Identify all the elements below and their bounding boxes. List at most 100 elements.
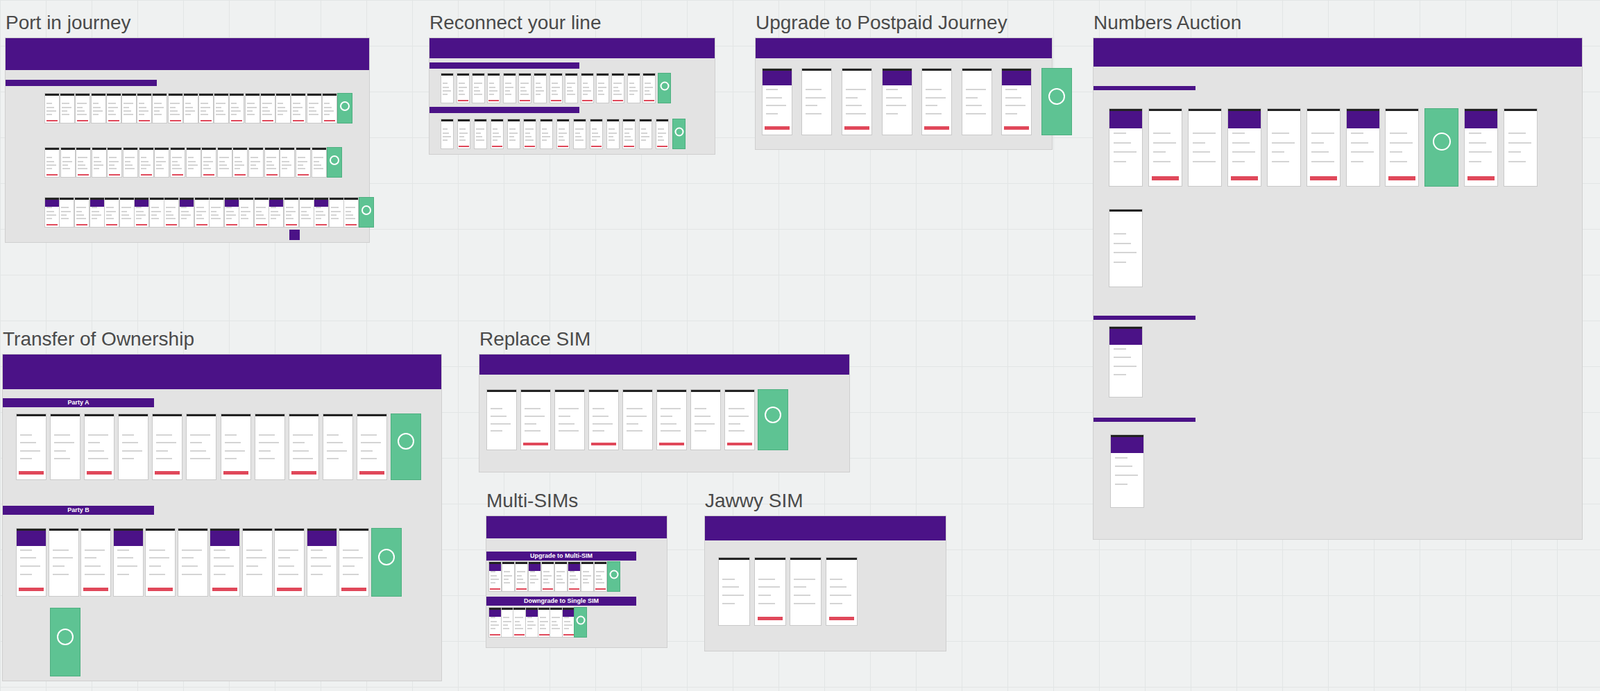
- text-line: [185, 106, 193, 109]
- phone-screen: [306, 528, 338, 597]
- phone-screen: [185, 147, 202, 178]
- cta-button: [1003, 126, 1029, 130]
- text-line: [1115, 483, 1129, 485]
- text-line: [324, 106, 332, 109]
- cta-button: [266, 174, 279, 176]
- section-title: Upgrade to Postpaid Journey: [755, 11, 1008, 34]
- text-line: [277, 102, 284, 105]
- text-line: [539, 627, 547, 630]
- text-line: [169, 110, 178, 112]
- phone-screen: [260, 92, 276, 124]
- text-line: [566, 82, 576, 84]
- text-line: [117, 557, 134, 559]
- cta-button: [458, 145, 469, 148]
- text-line: [61, 106, 72, 109]
- text-line: [1271, 132, 1290, 134]
- text-line: [520, 82, 529, 84]
- text-line: [292, 450, 309, 452]
- cta-button: [231, 120, 243, 122]
- section-title: Multi-SIMs: [486, 489, 578, 513]
- text-line: [566, 90, 574, 92]
- text-line: [564, 624, 573, 626]
- text-line: [165, 206, 176, 209]
- text-line: [52, 549, 69, 551]
- status-bar: [1385, 108, 1419, 112]
- status-bar: [217, 147, 232, 150]
- text-line: [151, 214, 157, 216]
- phone-screen: [549, 607, 563, 638]
- text-line: [475, 135, 483, 138]
- text-line: [592, 415, 609, 417]
- text-line: [558, 423, 575, 425]
- text-line: [285, 214, 292, 216]
- text-line: [310, 565, 331, 567]
- status-bar: [274, 528, 304, 531]
- cta-button: [727, 442, 752, 446]
- text-line: [246, 557, 267, 559]
- check-circle: [764, 406, 782, 424]
- text-line: [551, 82, 558, 84]
- text-line: [156, 434, 173, 436]
- flow-band: [429, 62, 580, 69]
- cta-button: [196, 224, 209, 226]
- text-line: [324, 102, 330, 105]
- text-line: [1508, 160, 1527, 163]
- text-line: [582, 86, 590, 89]
- cta-button: [324, 120, 336, 122]
- phone-screen: [90, 92, 107, 124]
- text-line: [766, 104, 787, 107]
- check-circle: [575, 615, 585, 625]
- cta-button: [612, 99, 623, 102]
- text-line: [138, 113, 145, 116]
- phone-screen: [580, 72, 594, 104]
- phone-screen: [539, 118, 553, 150]
- text-line: [247, 113, 255, 116]
- check-circle: [361, 205, 372, 216]
- text-line: [117, 549, 130, 551]
- text-line: [258, 434, 275, 436]
- text-line: [503, 620, 512, 623]
- phone-screen: [801, 67, 832, 136]
- status-bar: [45, 147, 59, 150]
- text-line: [564, 627, 569, 630]
- text-line: [442, 135, 451, 138]
- text-line: [1389, 142, 1413, 144]
- status-bar: [84, 414, 114, 417]
- cta-button: [147, 587, 173, 592]
- text-line: [766, 113, 778, 115]
- text-line: [525, 132, 531, 134]
- screen-header: [314, 199, 329, 207]
- text-line: [527, 624, 536, 626]
- text-line: [524, 407, 541, 410]
- status-bar: [550, 607, 563, 610]
- text-line: [46, 217, 53, 220]
- text-line: [62, 164, 68, 166]
- screen-header: [1109, 111, 1143, 129]
- text-line: [345, 217, 356, 220]
- text-line: [758, 594, 771, 597]
- text-line: [541, 132, 549, 134]
- text-line: [582, 93, 588, 96]
- text-line: [556, 582, 565, 584]
- phone-screen: [220, 413, 252, 481]
- text-line: [88, 441, 100, 444]
- check-circle: [329, 155, 340, 166]
- text-line: [629, 90, 638, 92]
- phone-screen: [75, 147, 91, 178]
- cta-button: [523, 442, 548, 446]
- text-line: [149, 573, 166, 576]
- text-line: [598, 82, 605, 84]
- phone-screen: [657, 72, 671, 104]
- phone-screen: [179, 197, 195, 228]
- text-line: [613, 93, 622, 96]
- flow-band: [1093, 86, 1196, 91]
- status-bar: [329, 197, 344, 200]
- phone-screen: [518, 72, 532, 104]
- phone-screen: [106, 147, 123, 178]
- text-line: [310, 557, 327, 559]
- text-line: [124, 156, 135, 159]
- phone-screen: [1187, 108, 1222, 187]
- text-line: [805, 97, 826, 99]
- status-bar: [518, 73, 531, 76]
- status-bar: [590, 119, 603, 122]
